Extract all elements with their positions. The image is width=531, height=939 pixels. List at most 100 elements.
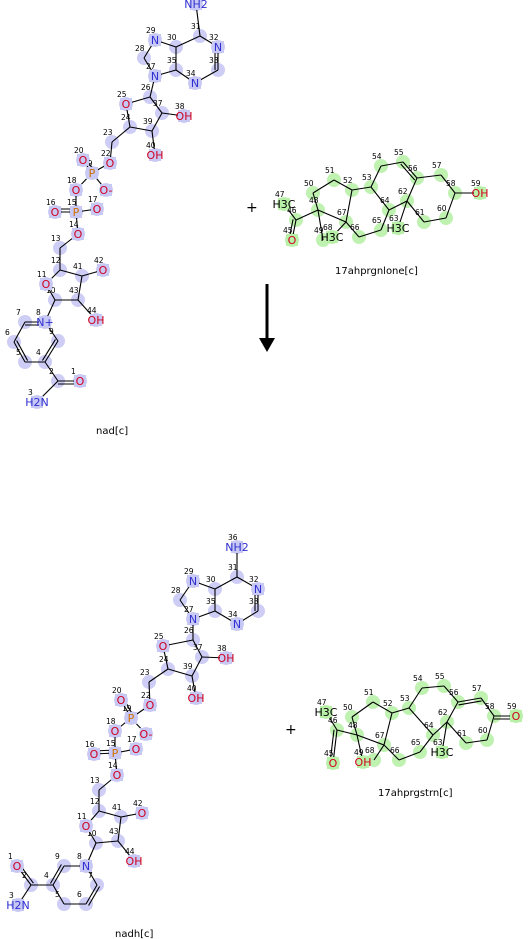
bond [85, 884, 98, 905]
atom-number: 60 [478, 726, 488, 735]
atom-label-bg [77, 154, 89, 166]
atom-number: 65 [411, 738, 421, 747]
atom-label: O [42, 278, 51, 291]
atom-number: 18 [67, 176, 77, 185]
atom-label: H2N [25, 396, 49, 409]
atom-number: 30 [206, 575, 216, 584]
atom-label: OH [176, 110, 193, 123]
atom-number: 1 [8, 852, 13, 861]
bond [167, 668, 193, 677]
atom-number: 7 [88, 871, 93, 880]
atom-number: 2 [49, 367, 54, 376]
bond [445, 192, 456, 219]
atom-number: 50 [304, 179, 314, 188]
atom-number: 66 [350, 223, 360, 232]
atom-number: 10 [46, 286, 56, 295]
atom-label: N [254, 583, 262, 596]
atom-label-bg [278, 198, 290, 210]
atom-label-bg [90, 314, 102, 326]
atom-number: 55 [394, 148, 404, 157]
atom-number: 28 [135, 44, 145, 53]
atom-number: 5 [55, 890, 60, 899]
atom-number: 38 [217, 644, 227, 653]
bond [388, 200, 408, 211]
atom-number: 67 [375, 731, 385, 740]
atom-number: 40 [146, 141, 156, 150]
atom-number: 49 [354, 748, 364, 757]
atom-label-bg [115, 694, 127, 706]
bond [151, 112, 163, 132]
atom-number: 51 [325, 166, 335, 175]
atom-number: 43 [69, 286, 79, 295]
atom-label-bg [97, 264, 109, 276]
atom-label: OH [188, 692, 205, 705]
caption-17ahprgnlone: 17ahprgnlone[c] [335, 266, 418, 277]
atom-number: 15 [106, 739, 116, 748]
atom-number: 31 [228, 563, 238, 572]
atom-number: 42 [94, 256, 104, 265]
atom-label-bg [109, 725, 121, 737]
bond [98, 810, 122, 818]
bond [486, 715, 495, 741]
atom-label: OH [218, 652, 235, 665]
atom-label: N [82, 860, 90, 873]
atom-number: 15 [67, 198, 77, 207]
atom-number: 1 [71, 367, 76, 376]
atom-label-bg [327, 757, 339, 769]
atom-number: 44 [125, 847, 135, 856]
atom-number: 17 [88, 195, 98, 204]
atom-number: 9 [49, 327, 54, 336]
atom-number: 11 [77, 812, 87, 821]
atom-number: 61 [415, 208, 425, 217]
atom-number: 37 [193, 643, 203, 652]
atom-label: NH2 [225, 541, 249, 554]
atom-number: 25 [154, 632, 164, 641]
atom-label-bg [128, 855, 140, 867]
atom-label-bg [157, 640, 169, 652]
bond [148, 668, 169, 683]
atom-number: 60 [437, 204, 447, 213]
atom-number: 40 [187, 684, 197, 693]
bond [312, 179, 335, 194]
double-bond [458, 700, 482, 706]
bond [351, 716, 358, 736]
atom-label: NH2 [184, 0, 208, 11]
atom-label: OH [147, 149, 164, 162]
atom-number: 12 [90, 797, 100, 806]
atom-label-bg [144, 699, 156, 711]
reaction-arrow [259, 284, 275, 352]
atom-label-bg [40, 278, 52, 290]
atom-number: 47 [317, 698, 327, 707]
double-bond [49, 864, 62, 884]
bond [383, 712, 393, 746]
atom-label: O [113, 769, 122, 782]
atom-label-bg [39, 316, 51, 328]
atom-number: 18 [106, 717, 116, 726]
atom-label: O [82, 820, 91, 833]
atom-number: 4 [36, 348, 41, 357]
atom-label-bg [436, 746, 448, 758]
atom-number: 41 [73, 262, 83, 271]
atom-label-bg [178, 110, 190, 122]
bond [408, 687, 423, 709]
atom-label-bg [31, 396, 43, 408]
bond [317, 209, 347, 223]
atom-label-bg [136, 807, 148, 819]
atom-number: 20 [74, 146, 84, 155]
bond [423, 217, 447, 223]
atom-number: 12 [51, 256, 61, 265]
atom-label: O [288, 234, 297, 247]
atom-number: 33 [209, 56, 219, 65]
atom-label-bg [12, 899, 24, 911]
atom-label: O [106, 157, 115, 170]
atom-number: 47 [275, 190, 285, 199]
atom-number: 32 [209, 33, 219, 42]
bond [345, 189, 353, 223]
bond [317, 209, 324, 241]
atom-label-bg [86, 167, 98, 179]
atom-number: 48 [348, 721, 358, 730]
atom-label-bg [357, 756, 369, 768]
atom-label: P [112, 747, 119, 760]
bond [192, 639, 203, 658]
